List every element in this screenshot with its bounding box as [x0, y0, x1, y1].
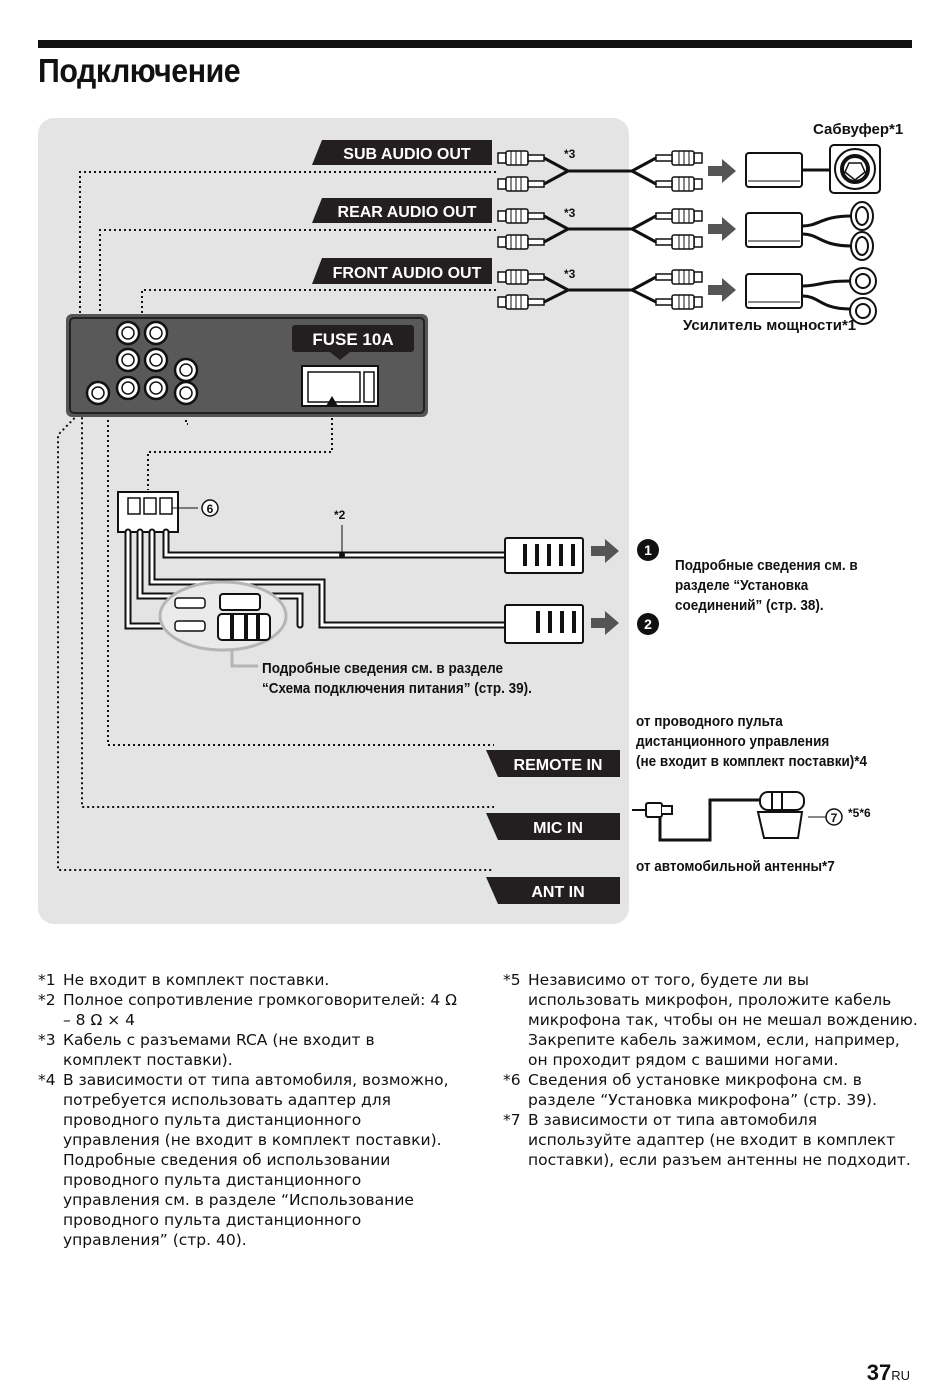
mic-in-label: MIC IN [486, 813, 620, 840]
page-number-value: 37 [866, 1360, 892, 1385]
connection-ref-line-1: Подробные сведения см. в [675, 557, 858, 574]
rear-audio-out-label: REAR AUDIO OUT [312, 198, 492, 223]
remote-in-text: REMOTE IN [514, 757, 603, 774]
ant-in-text: ANT IN [531, 884, 584, 901]
connector-number-6: 6 [201, 499, 219, 517]
remote-text-line-2: дистанционного управления [636, 733, 830, 750]
connection-ref-line-2: разделе “Установка [675, 577, 809, 594]
footnote-text: Сведения об установке микрофона см. в ра… [528, 1071, 878, 1109]
footnote-mark: *2 [38, 991, 56, 1009]
power-reference: Подробные сведения см. в разделе “Схема … [262, 659, 532, 699]
footnote-mark: *4 [38, 1071, 56, 1089]
footnote: *7 В зависимости от типа автомобиля испол… [503, 1110, 923, 1170]
fuse-text: FUSE 10A [312, 330, 393, 349]
remote-in-label: REMOTE IN [486, 750, 620, 777]
step-2-text: 2 [644, 616, 652, 632]
footnote-text: В зависимости от типа автомобиля использ… [528, 1111, 911, 1169]
rca-cables [497, 150, 703, 310]
sub-audio-out-text: SUB AUDIO OUT [343, 146, 471, 163]
antenna-text: от автомобильной антенны*7 [636, 858, 835, 875]
page-number-suffix: RU [891, 1368, 910, 1383]
remote-text-line-1: от проводного пульта [636, 713, 783, 730]
sub-audio-out-label: SUB AUDIO OUT [312, 140, 492, 165]
footnote-mark: *5 [503, 971, 521, 989]
footnote: *3 Кабель с разъемами RCA (не входит в ко… [38, 1030, 458, 1070]
front-speakers-icon [801, 267, 877, 325]
step-1-text: 1 [644, 542, 652, 558]
footnote: *5 Независимо от того, будете ли вы испол… [503, 970, 923, 1070]
footnote-mark: *7 [503, 1111, 521, 1129]
footnote-text: Не входит в комплект поставки. [63, 971, 330, 989]
mic-number-7: 7 [825, 808, 843, 826]
dotted-guides [57, 171, 496, 871]
amplifiers [745, 152, 803, 309]
page-title: Подключение [38, 52, 241, 89]
mic-number-text: 7 [831, 811, 838, 825]
top-rule [38, 40, 912, 48]
wiring-diagram: SUB AUDIO OUT REAR AUDIO OUT FRONT AUDIO… [57, 121, 903, 904]
step-1-marker: 1 [637, 539, 659, 561]
footnote: *6 Сведения об установке микрофона см. в … [503, 1070, 923, 1110]
fuse-label: FUSE 10A [292, 325, 414, 360]
footnotes-left: *1 Не входит в комплект поставки. *2 Полно… [38, 970, 458, 1250]
antenna-description: от автомобильной антенны*7 [636, 857, 835, 877]
footnote-mark: *3 [38, 1031, 56, 1049]
connector-number-text: 6 [207, 502, 214, 516]
remote-description: от проводного пульта дистанционного упра… [636, 712, 867, 772]
amplifier-label: Усилитель мощности*1 [683, 317, 856, 334]
footnote-text: В зависимости от типа автомобиля, возмож… [63, 1071, 449, 1249]
connection-reference: Подробные сведения см. в разделе “Устано… [675, 556, 858, 616]
footnote-text: Кабель с разъемами RCA (не входит в комп… [63, 1031, 375, 1069]
rca-rear-mark: *3 [564, 206, 576, 220]
footnote-mark: *6 [503, 1071, 521, 1089]
ant-in-label: ANT IN [486, 877, 620, 904]
page-number: 37RU [867, 1362, 910, 1387]
subwoofer-label: Сабвуфер*1 [813, 121, 903, 138]
footnote: *4 В зависимости от типа автомобиля, возм… [38, 1070, 458, 1250]
rear-audio-out-text: REAR AUDIO OUT [338, 204, 477, 221]
footnotes-right: *5 Независимо от того, будете ли вы испол… [503, 970, 923, 1170]
front-audio-out-label: FRONT AUDIO OUT [312, 258, 492, 284]
mic-notes-mark: *5*6 [848, 806, 871, 820]
power-ref-line-1: Подробные сведения см. в разделе [262, 660, 504, 677]
microphone-icon [632, 791, 826, 842]
power-ref-line-2: “Схема подключения питания” (стр. 39). [262, 680, 532, 697]
rca-front-mark: *3 [564, 267, 576, 281]
footnote: *1 Не входит в комплект поставки. [38, 970, 458, 990]
harness-arrows [591, 539, 619, 635]
rear-speakers-icon [801, 201, 874, 261]
subwoofer-icon [802, 144, 881, 194]
footnote-text: Независимо от того, будете ли вы использ… [528, 971, 918, 1069]
front-audio-out-text: FRONT AUDIO OUT [333, 265, 482, 282]
mic-in-text: MIC IN [533, 820, 583, 837]
remote-text-line-3: (не входит в комплект поставки)*4 [636, 753, 868, 770]
wiring-harness [117, 491, 584, 668]
footnote-text: Полное сопротивление громкоговорителей: … [63, 991, 457, 1029]
step-2-marker: 2 [637, 613, 659, 635]
footnote-mark: *1 [38, 971, 56, 989]
connection-ref-line-3: соединений” (стр. 38). [675, 597, 824, 614]
rca-sub-mark: *3 [564, 147, 576, 161]
output-arrows [708, 159, 736, 302]
speaker-cable-mark: *2 [334, 508, 346, 522]
footnote: *2 Полное сопротивление громкоговорителей… [38, 990, 458, 1030]
